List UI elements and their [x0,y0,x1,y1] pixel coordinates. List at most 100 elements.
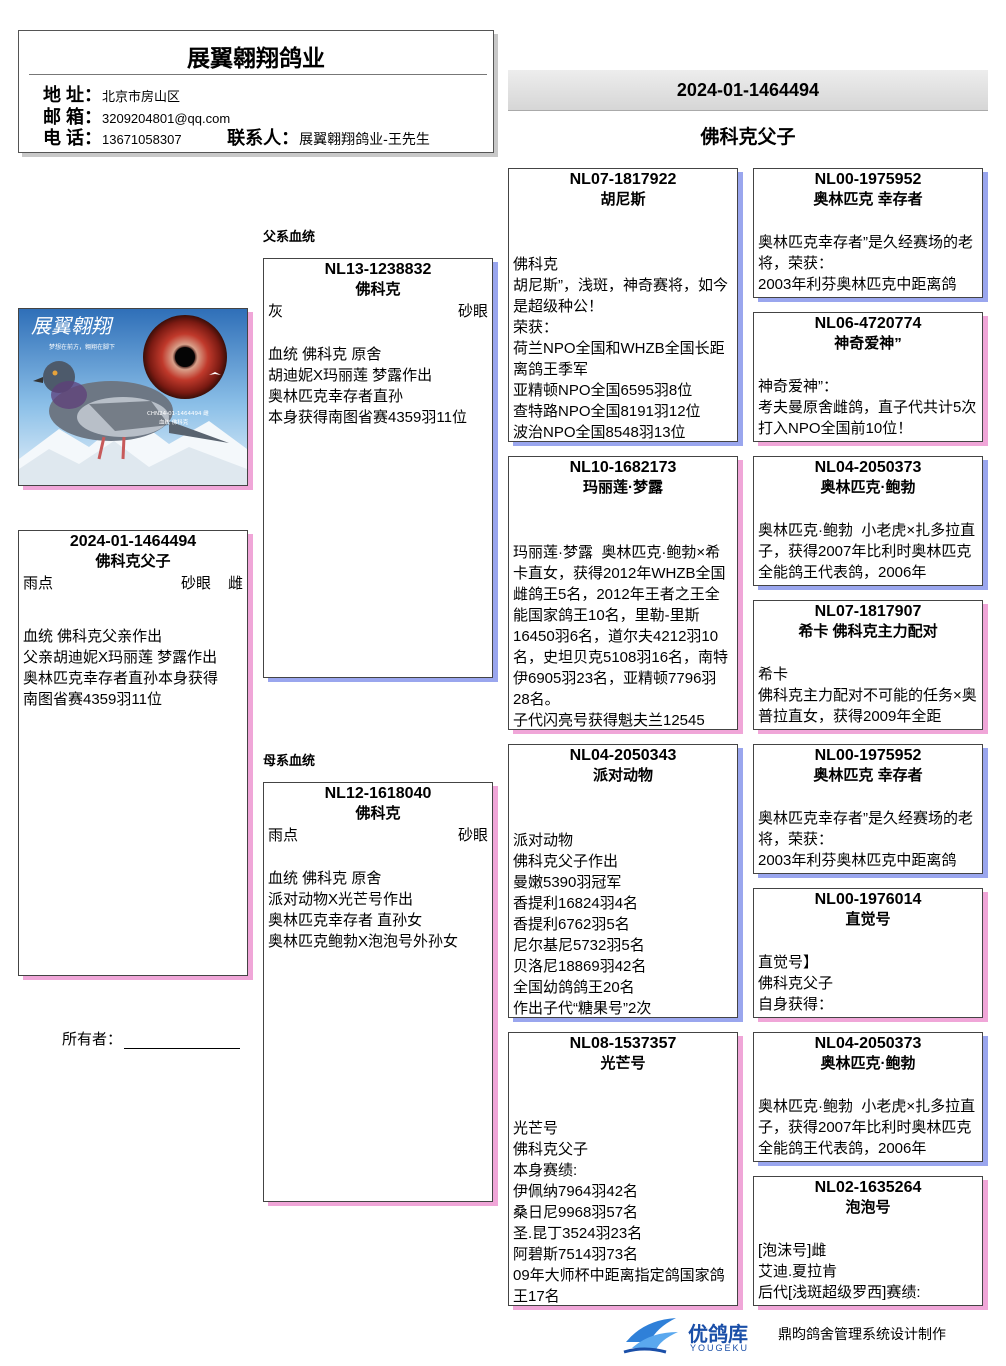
dam-description: 血统 佛科克 原舍 派对动物X光芒号作出 奥林匹克幸存者 直孙女 奥林匹克鲍勃X… [264,868,492,952]
subject-name: 佛科克父子 [19,552,247,572]
brand-logo-icon [620,1312,684,1356]
subject-name-heading: 佛科克父子 [508,122,988,149]
sire-box: NL13-1238832 佛科克 灰 砂眼 血统 佛科克 原舍 胡迪妮X玛丽莲 … [263,258,493,678]
breeder-title: 展翼翱翔鸽业 [19,39,493,73]
great-grandparent-ring: NL00-1976014 [754,890,982,910]
subject-ring-banner: 2024-01-1464494 [508,70,988,111]
great-grandparent-ring: NL07-1817907 [754,602,982,622]
great-grandparent-description: 奥林匹克幸存者”是久经赛场的老将，荣获： 2003年利芬奥林匹克中距离鸽 [754,808,982,871]
breeder-card: 展翼翱翔鸽业 地 址：北京市房山区 邮 箱：3209204801@qq.com … [18,30,494,153]
subject-ring: 2024-01-1464494 [19,532,247,552]
great-grandparent-description: 直觉号】 佛科克父子 自身获得： [754,952,982,1015]
grandparent-ring: NL08-1537357 [509,1034,737,1054]
owner-field: 所有者： [62,1028,240,1049]
sire-color: 灰 [268,301,283,323]
great-grandparent-ring: NL04-2050373 [754,458,982,478]
great-grandparent-description: 奥林匹克·鲍勃 小老虎×扎多拉直子，获得2007年比利时奥林匹克全能鸽王代表鸽，… [754,1096,982,1159]
great-grandparent-box-3: NL04-2050373 奥林匹克·鲍勃 奥林匹克·鲍勃 小老虎×扎多拉直子，获… [753,456,983,586]
dam-color: 雨点 [268,825,298,847]
great-grandparent-ring: NL04-2050373 [754,1034,982,1054]
sire-line-label: 父系血统 [263,226,315,245]
subject-color: 雨点 [23,573,53,595]
great-grandparent-ring: NL00-1975952 [754,746,982,766]
sire-attributes: 灰 砂眼 [268,301,488,323]
subject-eye: 砂眼 [181,573,211,595]
great-grandparent-name: 希卡 佛科克主力配对 [754,622,982,642]
dam-ring: NL12-1618040 [264,784,492,804]
great-grandparent-name: 奥林匹克·鲍勃 [754,1054,982,1074]
email-row: 邮 箱：3209204801@qq.com [43,107,230,127]
dam-eye: 砂眼 [458,825,488,847]
dam-box: NL12-1618040 佛科克 雨点 砂眼 血统 佛科克 原舍 派对动物X光芒… [263,782,493,1202]
great-grandparent-description: 神奇爱神”： 考夫曼原舍雌鸽，直子代共计5次打入NPO全国前10位！ [754,376,982,439]
sire-description: 血统 佛科克 原舍 胡迪妮X玛丽莲 梦露作出 奥林匹克幸存者直孙 本身获得南图省… [264,344,492,428]
subject-sex: 雌 [228,573,243,595]
header-divider [29,74,487,75]
great-grandparent-name: 奥林匹克 幸存者 [754,766,982,786]
address-label: 地 址： [43,85,102,105]
great-grandparent-name: 奥林匹克·鲍勃 [754,478,982,498]
photo-slogan: 梦想在前方，翱翔在脚下 [49,343,115,351]
grandparent-name: 玛丽莲·梦露 [509,478,737,498]
grandparent-description: 光芒号 佛科克父子 本身赛绩: 伊佩纳7964羽42名 桑日尼9968羽57名 … [509,1118,737,1306]
grandparent-name: 光芒号 [509,1054,737,1074]
great-grandparent-name: 奥林匹克 幸存者 [754,190,982,210]
owner-blank-line [124,1032,240,1049]
photo-sub-caption: 血统 佛科克 [159,418,189,426]
subject-description: 血统 佛科克父亲作出 父亲胡迪妮X玛丽莲 梦露作出 奥林匹克幸存者直孙本身获得 … [19,626,247,710]
pigeon-photo: 展翼翱翔 梦想在前方，翱翔在脚下 CHN24-01-1464494 雌 血统 佛… [18,308,248,486]
address-value: 北京市房山区 [102,89,180,104]
phone-row: 电 话：13671058307 联系人：展翼翱翔鸽业-王先生 [43,128,430,148]
great-grandparent-ring: NL00-1975952 [754,170,982,190]
subject-box: 2024-01-1464494 佛科克父子 雨点 雌 砂眼 血统 佛科克父亲作出… [18,530,248,976]
address-row: 地 址：北京市房山区 [43,85,180,105]
grandparent-name: 派对动物 [509,766,737,786]
owner-label: 所有者： [62,1031,122,1048]
email-label: 邮 箱： [43,107,102,127]
great-grandparent-ring: NL06-4720774 [754,314,982,334]
great-grandparent-box-1: NL00-1975952 奥林匹克 幸存者 奥林匹克幸存者”是久经赛场的老将，荣… [753,168,983,298]
grandparent-box-4: NL08-1537357 光芒号 光芒号 佛科克父子 本身赛绩: 伊佩纳7964… [508,1032,738,1306]
great-grandparent-box-4: NL07-1817907 希卡 佛科克主力配对 希卡 佛科克主力配对不可能的任务… [753,600,983,730]
contact-value: 展翼翱翔鸽业-王先生 [299,131,430,147]
grandparent-ring: NL04-2050343 [509,746,737,766]
email-value: 3209204801@qq.com [102,111,230,126]
dam-name: 佛科克 [264,804,492,824]
great-grandparent-name: 泡泡号 [754,1198,982,1218]
grandparent-description: 派对动物 佛科克父子作出 曼嫩5390羽冠军 香提利16824羽4名 香提利67… [509,830,737,1018]
brand-name-en: YOUGEKU [690,1343,749,1353]
great-grandparent-description: 奥林匹克·鲍勃 小老虎×扎多拉直子，获得2007年比利时奥林匹克全能鸽王代表鸽，… [754,520,982,583]
grandparent-description: 佛科克 胡尼斯”，浅斑，神奇赛将，如今是超级种公！ 荣获： 荷兰NPO全国和WH… [509,254,737,442]
great-grandparent-box-2: NL06-4720774 神奇爱神” 神奇爱神”： 考夫曼原舍雌鸽，直子代共计5… [753,312,983,442]
contact-label: 联系人： [227,128,299,148]
great-grandparent-box-8: NL02-1635264 泡泡号 [泡沫号]雌 艾迪.夏拉肯 后代[浅斑超级罗西… [753,1176,983,1306]
grandparent-description: 玛丽莲·梦露 奥林匹克·鲍勃×希卡直女，获得2012年WHZB全国雌鸽王5名，2… [509,542,737,730]
sire-ring: NL13-1238832 [264,260,492,280]
grandparent-ring: NL10-1682173 [509,458,737,478]
great-grandparent-box-5: NL00-1975952 奥林匹克 幸存者 奥林匹克幸存者”是久经赛场的老将，荣… [753,744,983,874]
dam-attributes: 雨点 砂眼 [268,825,488,847]
photo-banner-text: 展翼翱翔 [31,314,114,338]
dam-line-label: 母系血统 [263,750,315,769]
grandparent-name: 胡尼斯 [509,190,737,210]
great-grandparent-description: 希卡 佛科克主力配对不可能的任务×奥普拉直女，获得2009年全距 [754,664,982,727]
great-grandparent-box-6: NL00-1976014 直觉号 直觉号】 佛科克父子 自身获得： [753,888,983,1018]
footer-credit: 鼎昀鸽舍管理系统设计制作 [778,1324,946,1344]
great-grandparent-description: [泡沫号]雌 艾迪.夏拉肯 后代[浅斑超级罗西]赛绩: [754,1240,982,1303]
phone-label: 电 话： [43,128,102,148]
grandparent-box-3: NL04-2050343 派对动物 派对动物 佛科克父子作出 曼嫩5390羽冠军… [508,744,738,1018]
footer: 优鸽库 YOUGEKU 鼎昀鸽舍管理系统设计制作 [620,1312,1000,1356]
great-grandparent-box-7: NL04-2050373 奥林匹克·鲍勃 奥林匹克·鲍勃 小老虎×扎多拉直子，获… [753,1032,983,1162]
great-grandparent-description: 奥林匹克幸存者”是久经赛场的老将，荣获： 2003年利芬奥林匹克中距离鸽 [754,232,982,295]
great-grandparent-name: 神奇爱神” [754,334,982,354]
sire-name: 佛科克 [264,280,492,300]
sire-eye: 砂眼 [458,301,488,323]
grandparent-ring: NL07-1817922 [509,170,737,190]
great-grandparent-ring: NL02-1635264 [754,1178,982,1198]
subject-attributes: 雨点 雌 砂眼 [23,573,243,595]
grandparent-box-1: NL07-1817922 胡尼斯 佛科克 胡尼斯”，浅斑，神奇赛将，如今是超级种… [508,168,738,442]
grandparent-box-2: NL10-1682173 玛丽莲·梦露 玛丽莲·梦露 奥林匹克·鲍勃×希卡直女，… [508,456,738,730]
photo-ring-caption: CHN24-01-1464494 雌 [147,409,209,417]
phone-value: 13671058307 [102,132,182,147]
great-grandparent-name: 直觉号 [754,910,982,930]
